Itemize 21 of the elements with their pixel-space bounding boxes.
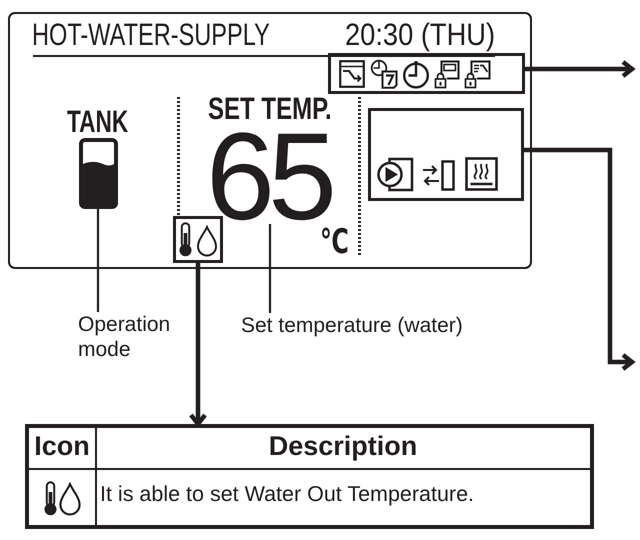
tank-icon [79,138,118,209]
mode-label: TANK [67,106,128,137]
callout-label: Operation mode [78,312,170,362]
arrow [188,263,208,426]
leader-line [96,209,100,312]
arrow [524,148,634,372]
display-screen [8,12,532,269]
leader-line [268,224,272,313]
icon-panel [368,108,524,201]
icon-table [25,424,594,529]
arrow [525,60,634,78]
callout-label: Set temperature (water) [241,313,463,338]
column-heading: Description [268,433,418,460]
icon-panel [328,53,525,94]
clock-time: 20:30 (THU) [345,19,496,50]
description-text: It is able to set Water Out Temperature. [100,484,474,506]
setting-label: SET TEMP. [208,93,332,124]
temperature-value: 65 [206,131,330,224]
column-heading: Icon [34,433,90,460]
unit-label: ℃ [320,225,349,259]
screen-title: HOT-WATER-SUPPLY [32,19,270,50]
